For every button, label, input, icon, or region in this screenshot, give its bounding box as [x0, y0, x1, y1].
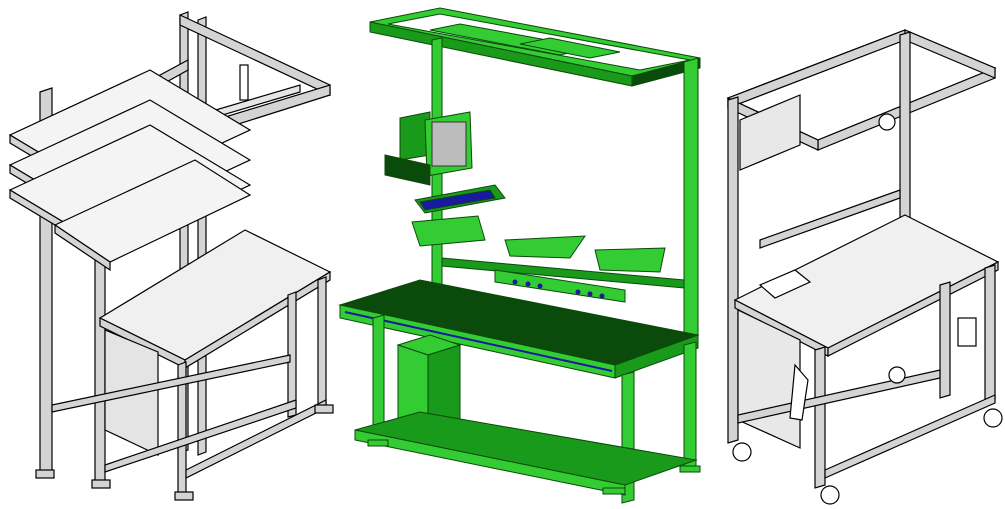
left-bottom-rail-2: [104, 399, 297, 473]
bin-1: [411, 215, 486, 247]
right-upright-right: [899, 31, 911, 229]
right-bottom-rail-1: [737, 369, 941, 424]
right-bottom-rail-2: [824, 394, 996, 479]
monitor-arm-shelf: [384, 154, 431, 186]
monitor-screen: [431, 121, 467, 167]
right-leg-right: [984, 264, 996, 404]
caster-2: [820, 485, 840, 505]
outlet-3: [537, 283, 543, 289]
keyboard: [419, 189, 496, 211]
center-bottom-shelf-edge: [354, 429, 626, 496]
outlet-5: [587, 291, 593, 297]
left-leg-right-front: [317, 276, 327, 408]
center-top-crossbar-2: [519, 37, 621, 59]
right-desk-device: [758, 269, 812, 299]
caster-3: [888, 366, 906, 384]
bin-2: [504, 235, 586, 259]
tape-reel: [878, 113, 896, 131]
right-back-panel: [739, 94, 801, 171]
right-leg-front: [814, 346, 826, 489]
center-foot-2: [602, 487, 626, 495]
left-bottom-rail-3: [185, 399, 327, 479]
left-shelf-4-lip: [54, 223, 111, 272]
left-foot-1: [35, 469, 55, 479]
center-top-frame-side-edge: [631, 57, 701, 87]
bin-3: [594, 247, 666, 273]
caster-4: [983, 408, 1003, 428]
outlet-6: [599, 293, 605, 299]
right-light-rail: [759, 189, 901, 249]
center-worktop-side-edge: [614, 334, 699, 379]
left-foot-4: [314, 404, 334, 414]
center-worktop-trim: [344, 311, 613, 372]
left-leg-right-back: [287, 291, 297, 418]
outlet-1: [512, 279, 518, 285]
right-workstation: [726, 29, 1003, 505]
right-leg-back: [939, 281, 951, 399]
center-leg-back-right: [683, 341, 697, 473]
caster-1: [732, 442, 752, 462]
outlet-4: [575, 289, 581, 295]
center-accessory-rail: [441, 257, 685, 289]
right-upright-left: [727, 96, 739, 444]
right-cup-holder: [957, 317, 977, 347]
left-power-strip: [239, 64, 249, 101]
center-upright-right: [683, 57, 699, 345]
left-back-upright-2: [197, 16, 207, 456]
left-workstation: [8, 11, 334, 501]
center-foot-1: [367, 439, 389, 447]
right-hanging-tool: [789, 363, 809, 421]
left-foot-2: [91, 479, 111, 489]
outlet-2: [525, 281, 531, 287]
left-foot-3: [174, 491, 194, 501]
left-bottom-rail-1: [51, 354, 291, 413]
center-foot-3: [679, 465, 701, 473]
center-workstation: [338, 7, 701, 504]
